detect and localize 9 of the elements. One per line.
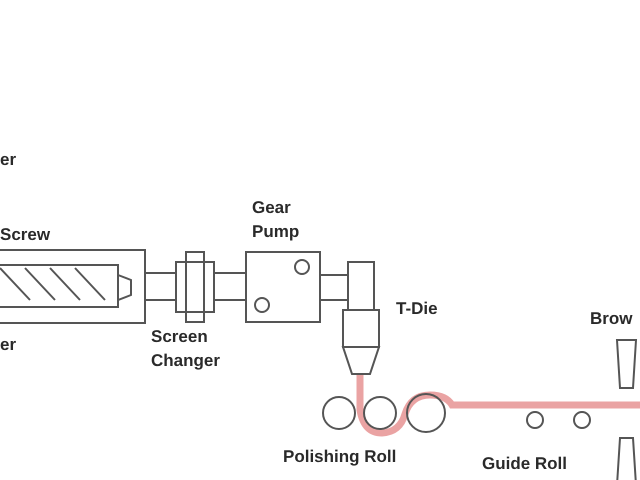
part-label: Gear Pump [252, 197, 300, 243]
part-label: Brow [590, 308, 632, 330]
part-label: Polishing Roll [283, 446, 396, 468]
part-label: Screw [0, 224, 50, 246]
part-label: Screen Changer [151, 326, 221, 372]
part-label: er [0, 149, 16, 171]
part-label: Guide Roll [482, 453, 567, 475]
part-label: er [0, 334, 16, 356]
part-label: T-Die [396, 298, 438, 320]
